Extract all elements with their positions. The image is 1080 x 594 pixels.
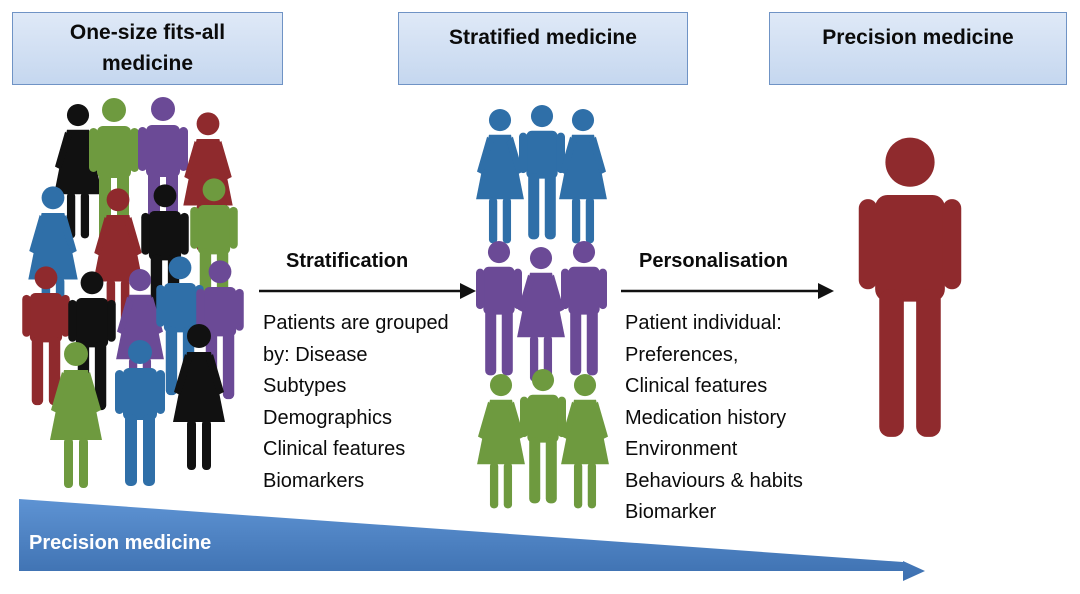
personalisation-item: Clinical features <box>625 375 768 397</box>
stratification-item: by: Disease <box>263 343 368 366</box>
precision-ribbon <box>19 499 925 581</box>
person-icon <box>115 340 165 486</box>
header-precision-medicine: Precision medicine <box>769 12 1067 85</box>
personalisation-item: Environment <box>625 438 738 460</box>
person-icon <box>559 109 607 244</box>
person-icon <box>520 369 566 504</box>
precision-ribbon-label: Precision medicine <box>29 532 212 554</box>
person-icon <box>476 109 524 244</box>
crowd-group <box>22 97 244 488</box>
stratification-item: Clinical features <box>263 438 406 460</box>
personalisation-item: Medication history <box>625 406 787 429</box>
stratification-arrow <box>259 283 476 299</box>
personalisation-item: Biomarker <box>625 501 717 523</box>
personalisation-item: Behaviours & habits <box>625 469 803 492</box>
personalisation-list: Patient individual: Preferences, Clinica… <box>625 308 803 529</box>
personalisation-arrow <box>621 283 834 299</box>
stratification-item: Subtypes <box>263 375 347 397</box>
header-stratified-medicine: Stratified medicine <box>398 12 688 85</box>
stratified-green-group <box>477 369 609 509</box>
personalisation-label: Personalisation <box>639 250 788 272</box>
header-stratified-label: Stratified medicine <box>449 26 637 49</box>
header-one-size-label: One-size fits-all medicine <box>69 21 226 75</box>
person-icon <box>477 374 525 509</box>
person-icon <box>173 324 225 470</box>
stratification-item: Biomarkers <box>263 469 365 492</box>
header-one-size-fits-all: One-size fits-all medicine <box>12 12 283 85</box>
person-icon <box>561 241 607 376</box>
personalisation-item: Preferences, <box>625 343 739 366</box>
personalisation-item: Patient individual: <box>625 312 782 334</box>
header-precision-label: Precision medicine <box>822 26 1014 49</box>
precision-person-icon <box>858 137 962 437</box>
stratification-item: Demographics <box>263 406 392 429</box>
person-icon <box>561 374 609 509</box>
stratified-blue-group <box>476 105 607 244</box>
person-icon <box>476 241 522 376</box>
stratification-item: Patients are grouped <box>263 312 449 334</box>
stratified-purple-group <box>476 241 607 382</box>
stratification-label: Stratification <box>286 250 409 272</box>
person-icon <box>519 105 565 240</box>
stratification-list: Patients are grouped by: Disease Subtype… <box>263 308 449 497</box>
person-icon <box>517 247 565 382</box>
